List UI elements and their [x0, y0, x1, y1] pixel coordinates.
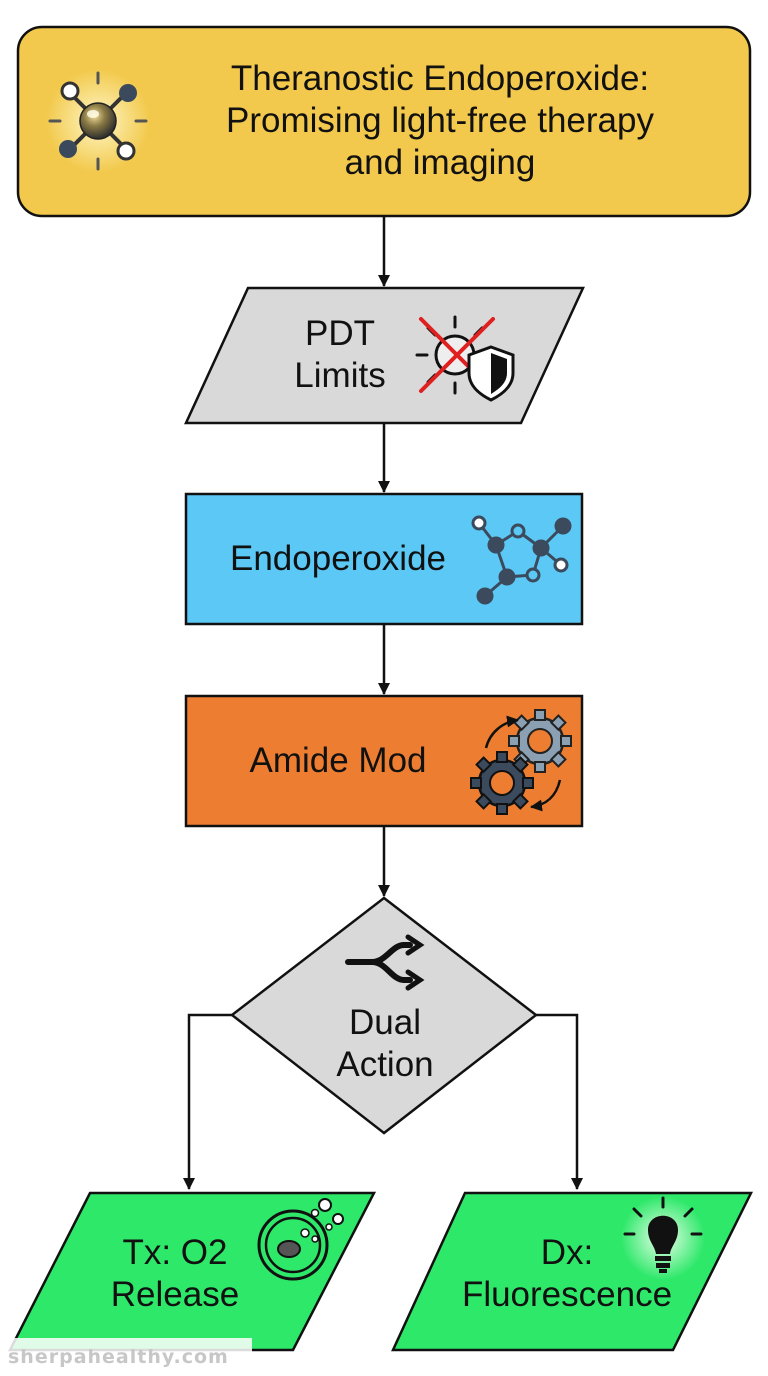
tx-o2-release-label: Tx: O2 Release: [110, 1233, 240, 1314]
split-arrows-icon: [345, 934, 425, 991]
gears-icon: [470, 709, 572, 815]
endoperoxide-label: Endoperoxide: [230, 539, 446, 578]
no-light-shield-icon: [415, 315, 515, 402]
connectors: [183, 216, 583, 1190]
amide-mod-label: Amide Mod: [249, 741, 427, 780]
cell-bubbles-icon: [257, 1198, 344, 1281]
molecule-glow-icon: [46, 69, 150, 173]
arrow-dual-to-dx: [536, 1013, 583, 1190]
ring-molecule-icon: [471, 515, 572, 605]
dual-action-label: Dual Action: [336, 1003, 434, 1084]
title-label: Theranostic Endoperoxide: Promising ligh…: [226, 59, 654, 182]
title-box: [16, 25, 752, 218]
lightbulb-icon: [621, 1196, 705, 1280]
arrow-dual-to-tx: [183, 1013, 232, 1190]
watermark: sherpahealthy.com: [0, 1338, 252, 1376]
dual-action-diamond: [229, 896, 539, 1135]
pdt-limits-label: PDT Limits: [294, 314, 386, 395]
dx-fluorescence-label: Dx: Fluorescence: [461, 1233, 673, 1314]
endoperoxide-box: [184, 492, 584, 626]
